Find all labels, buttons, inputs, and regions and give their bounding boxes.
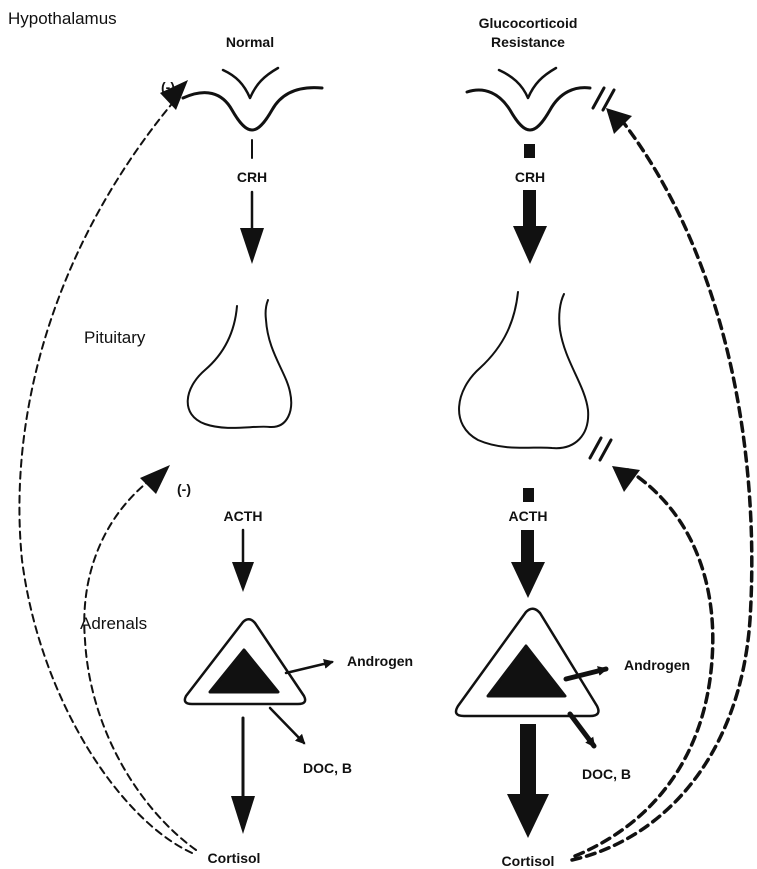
resistance-docb-arrow <box>570 714 594 746</box>
resistance-hypothalamus-inner <box>499 68 556 98</box>
normal-androgen-label: Androgen <box>347 653 413 669</box>
resistance-crh-arrow-shaft <box>523 190 536 230</box>
resistance-crh-arrowhead <box>513 226 547 264</box>
resistance-block-hypothalamus-1 <box>593 88 604 108</box>
normal-docb-label: DOC, B <box>303 760 352 776</box>
normal-acth-arrowhead <box>232 562 254 592</box>
resistance-crh-stub <box>524 144 535 158</box>
normal-crh-arrowhead <box>240 228 264 264</box>
resistance-block-pituitary-2 <box>600 440 611 460</box>
hypothalamus-label: Hypothalamus <box>8 9 117 28</box>
pituitary-label: Pituitary <box>84 328 146 347</box>
normal-docb-arrow <box>270 708 304 743</box>
resistance-cortisol-arrowhead <box>507 794 549 838</box>
normal-crh-label: CRH <box>237 169 267 185</box>
resistance-acth-stub <box>523 488 534 502</box>
resistance-block-hypothalamus-2 <box>603 90 614 110</box>
normal-neg-pituitary: (-) <box>177 481 191 497</box>
adrenals-label: Adrenals <box>80 614 147 633</box>
resistance-cortisol-arrow-shaft <box>520 724 536 798</box>
resistance-acth-label: ACTH <box>509 508 548 524</box>
resistance-acth-arrow-shaft <box>521 530 534 566</box>
normal-feedback-pituitary-head <box>140 465 170 494</box>
normal-cortisol-label: Cortisol <box>208 850 261 866</box>
normal-feedback-pituitary <box>84 480 196 850</box>
resistance-acth-arrowhead <box>511 562 545 598</box>
resistance-crh-label: CRH <box>515 169 545 185</box>
normal-pituitary-shape <box>188 300 291 428</box>
resistance-block-pituitary-1 <box>590 438 601 458</box>
resistance-feedback-hypothalamus <box>572 118 752 860</box>
normal-androgen-arrow <box>286 662 332 673</box>
normal-cortisol-arrowhead <box>231 796 255 834</box>
normal-hypothalamus-inner <box>223 68 278 98</box>
resistance-column: Glucocorticoid Resistance CRH ACTH Andro… <box>456 15 752 869</box>
resistance-title-line2: Resistance <box>491 34 565 50</box>
normal-column: Normal (-) CRH (-) ACTH Androgen DOC, B … <box>19 34 413 866</box>
resistance-docb-label: DOC, B <box>582 766 631 782</box>
resistance-pituitary-shape <box>459 292 588 448</box>
resistance-cortisol-label: Cortisol <box>502 853 555 869</box>
normal-feedback-hypothalamus <box>19 100 192 853</box>
resistance-feedback-hypothalamus-head <box>606 108 632 134</box>
resistance-title-line1: Glucocorticoid <box>479 15 578 31</box>
resistance-androgen-label: Androgen <box>624 657 690 673</box>
resistance-feedback-pituitary-head <box>612 466 640 492</box>
normal-acth-label: ACTH <box>224 508 263 524</box>
normal-title: Normal <box>226 34 274 50</box>
